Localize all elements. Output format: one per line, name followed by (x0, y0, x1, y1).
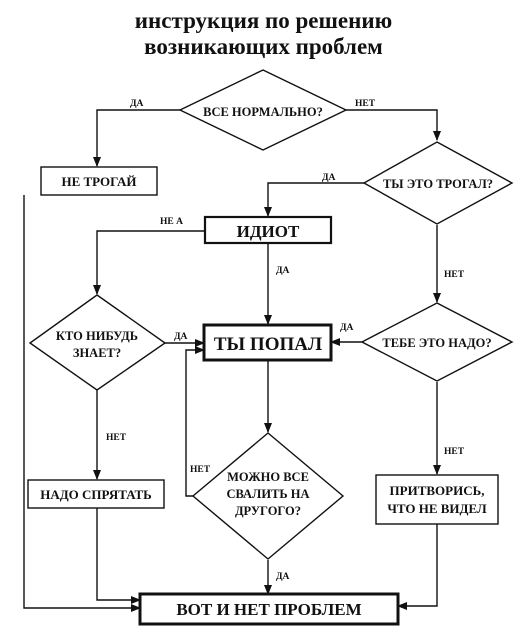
label-anyone-knows-1: КТО НИБУДЬ (56, 329, 138, 343)
decision-all-ok (178, 69, 348, 151)
edge-touched-yes (264, 182, 364, 217)
edge-label-knows-no: НЕТ (106, 433, 127, 443)
edge-pretend-to-end (397, 524, 438, 610)
label-idiot: ИДИОТ (237, 222, 300, 241)
box-idiot (203, 215, 333, 245)
label-no-problem: ВОТ И НЕТ ПРОБЛЕМ (176, 600, 361, 619)
title-line-2: возникающих проблем (144, 34, 383, 59)
edge-label-need-yes: ДА (340, 323, 354, 333)
decision-touched (362, 141, 514, 225)
label-dont-touch: НЕ ТРОГАЙ (61, 174, 136, 189)
decision-need (360, 302, 514, 382)
edge-label-touched-yes: ДА (322, 173, 336, 183)
edge-label-idiot-yes: ДА (276, 266, 290, 276)
decision-blame (191, 432, 345, 560)
edge-idiot-no-a (93, 230, 205, 295)
label-pretend-2: ЧТО НЕ ВИДЕЛ (387, 501, 487, 516)
edge-label-knows-yes: ДА (174, 332, 188, 342)
edge-label-blame-no: НЕТ (190, 465, 211, 475)
box-no-problem (138, 592, 400, 626)
edge-label-touched-no: НЕТ (444, 270, 465, 280)
edge-label-idiot-no-a: НЕ А (160, 217, 183, 227)
label-blame-3: ДРУГОГО? (235, 504, 301, 518)
box-pretend (375, 474, 499, 525)
label-all-ok: ВСЕ НОРМАЛЬНО? (203, 105, 323, 119)
edge-all-ok-no (346, 109, 441, 141)
edge-label-all-ok-yes: ДА (130, 99, 144, 109)
edge-label-blame-yes: ДА (276, 572, 290, 582)
edge-dont-touch-to-end (23, 195, 141, 612)
label-touched: ТЫ ЭТО ТРОГАЛ? (383, 177, 493, 191)
edge-hide-to-end (96, 508, 141, 604)
label-hide: НАДО СПРЯТАТЬ (40, 487, 152, 502)
edge-label-all-ok-no: НЕТ (355, 99, 376, 109)
decision-anyone-knows (28, 294, 167, 391)
label-blame-2: СВАЛИТЬ НА (226, 487, 309, 501)
edge-label-need-no: НЕТ (444, 447, 465, 457)
box-hide (27, 479, 165, 509)
title-line-1: инструкция по решению (134, 8, 393, 33)
label-blame-1: МОЖНО ВСЕ (227, 470, 309, 484)
edge-all-ok-yes (93, 109, 180, 167)
box-dont-touch (40, 166, 158, 196)
box-busted (202, 323, 333, 362)
label-need: ТЕБЕ ЭТО НАДО? (382, 336, 491, 350)
label-pretend-1: ПРИТВОРИСЬ, (390, 483, 485, 498)
edge-blame-no (185, 346, 205, 497)
label-anyone-knows-2: ЗНАЕТ? (73, 346, 121, 360)
label-busted: ТЫ ПОПАЛ (214, 334, 322, 355)
